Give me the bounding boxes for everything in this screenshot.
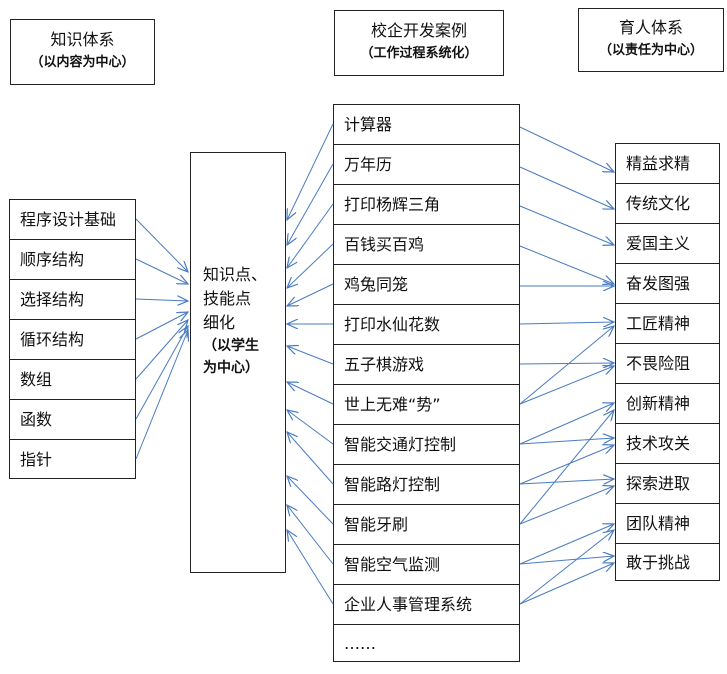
knowledge-item: 循环结构 (10, 320, 135, 360)
arrow (519, 524, 614, 565)
arrow (287, 203, 334, 268)
knowledge-header-title: 知识体系 (50, 30, 115, 49)
knowledge-header-subtitle: （以内容为中心） (30, 55, 135, 70)
arrow (287, 123, 334, 220)
arrow (135, 218, 188, 272)
cases-header-title: 校企开发案例 (370, 21, 467, 40)
case-item: 企业人事管理系统 (334, 585, 519, 625)
arrow (519, 326, 614, 405)
arrow (135, 326, 188, 420)
knowledge-item: 数组 (10, 360, 135, 400)
arrow (519, 479, 614, 484)
arrow (519, 366, 614, 405)
arrow (519, 410, 614, 525)
arrow (135, 330, 188, 460)
arrow (287, 476, 334, 525)
center-line-1: 知识点、 (203, 265, 268, 284)
value-item: 敢于挑战 (626, 553, 691, 572)
center-box: 知识点、 技能点 细化 （以学生 为中心） (190, 152, 286, 573)
value-item: 精益求精 (616, 144, 719, 184)
knowledge-header: 知识体系 （以内容为中心） (10, 19, 155, 85)
arrow (519, 563, 614, 605)
arrow (519, 363, 614, 364)
case-item: 智能牙刷 (334, 505, 519, 545)
arrow (135, 320, 188, 380)
education-header-title: 育人体系 (618, 18, 683, 37)
case-item: 鸡兔同笼 (334, 265, 519, 305)
case-item: 计算器 (334, 105, 519, 145)
arrow (287, 346, 334, 365)
value-item: 奋发图强 (616, 264, 719, 304)
value-item: 工匠精神 (616, 304, 719, 344)
center-sub-2: 为中心） (203, 360, 259, 376)
case-item: …… (344, 634, 376, 653)
case-item: 打印杨辉三角 (334, 185, 519, 225)
arrow (287, 243, 334, 288)
cases-header: 校企开发案例 （工作过程系统化） (334, 10, 504, 76)
center-line-2: 技能点 (203, 289, 252, 308)
arrow (519, 556, 614, 565)
arrow (135, 312, 188, 340)
arrow (135, 258, 188, 284)
arrow (519, 438, 614, 445)
value-item: 传统文化 (616, 184, 719, 224)
arrow (519, 166, 614, 209)
case-item: 智能路灯控制 (334, 465, 519, 505)
arrow (287, 283, 334, 306)
case-item: 智能空气监测 (334, 545, 519, 585)
arrow (135, 299, 188, 301)
knowledge-item: 函数 (10, 400, 135, 440)
arrow (519, 322, 614, 324)
arrow (519, 445, 614, 485)
value-item: 爱国主义 (616, 224, 719, 264)
case-item: 百钱买百鸡 (334, 225, 519, 265)
arrow (287, 505, 334, 565)
arrow (519, 126, 614, 172)
case-item: 打印水仙花数 (334, 305, 519, 345)
arrow (519, 403, 614, 445)
case-item: 智能交通灯控制 (334, 425, 519, 465)
case-item: 万年历 (334, 145, 519, 185)
value-item: 探索进取 (616, 464, 719, 504)
arrow (519, 486, 614, 525)
arrow (519, 530, 614, 605)
center-text: 知识点、 技能点 细化 （以学生 为中心） (203, 263, 283, 379)
value-item: 技术攻关 (616, 424, 719, 464)
knowledge-item: 程序设计基础 (10, 200, 135, 240)
case-item: 世上无难“势” (334, 385, 519, 425)
cases-header-subtitle: （工作过程系统化） (360, 46, 478, 61)
knowledge-item: 选择结构 (10, 280, 135, 320)
arrow (287, 382, 334, 405)
arrow (287, 410, 334, 445)
center-sub-1: （以学生 (203, 338, 259, 354)
arrow (287, 530, 334, 605)
arrow (519, 205, 614, 245)
value-item: 不畏险阻 (616, 344, 719, 384)
knowledge-item: 指针 (20, 450, 53, 469)
value-item: 创新精神 (616, 384, 719, 424)
case-list: 计算器 万年历 打印杨辉三角 百钱买百鸡 鸡兔同笼 打印水仙花数 五子棋游戏 世… (333, 104, 520, 662)
case-item: 五子棋游戏 (334, 345, 519, 385)
center-line-3: 细化 (203, 313, 236, 332)
value-list: 精益求精 传统文化 爱国主义 奋发图强 工匠精神 不畏险阻 创新精神 技术攻关 … (615, 143, 720, 581)
arrow (519, 245, 614, 284)
arrow (287, 432, 334, 485)
knowledge-item: 顺序结构 (10, 240, 135, 280)
arrow (287, 163, 334, 245)
education-header-subtitle: （以责任为中心） (598, 43, 703, 58)
knowledge-list: 程序设计基础 顺序结构 选择结构 循环结构 数组 函数 指针 (9, 199, 136, 479)
education-header: 育人体系 （以责任为中心） (578, 8, 724, 72)
value-item: 团队精神 (616, 504, 719, 544)
